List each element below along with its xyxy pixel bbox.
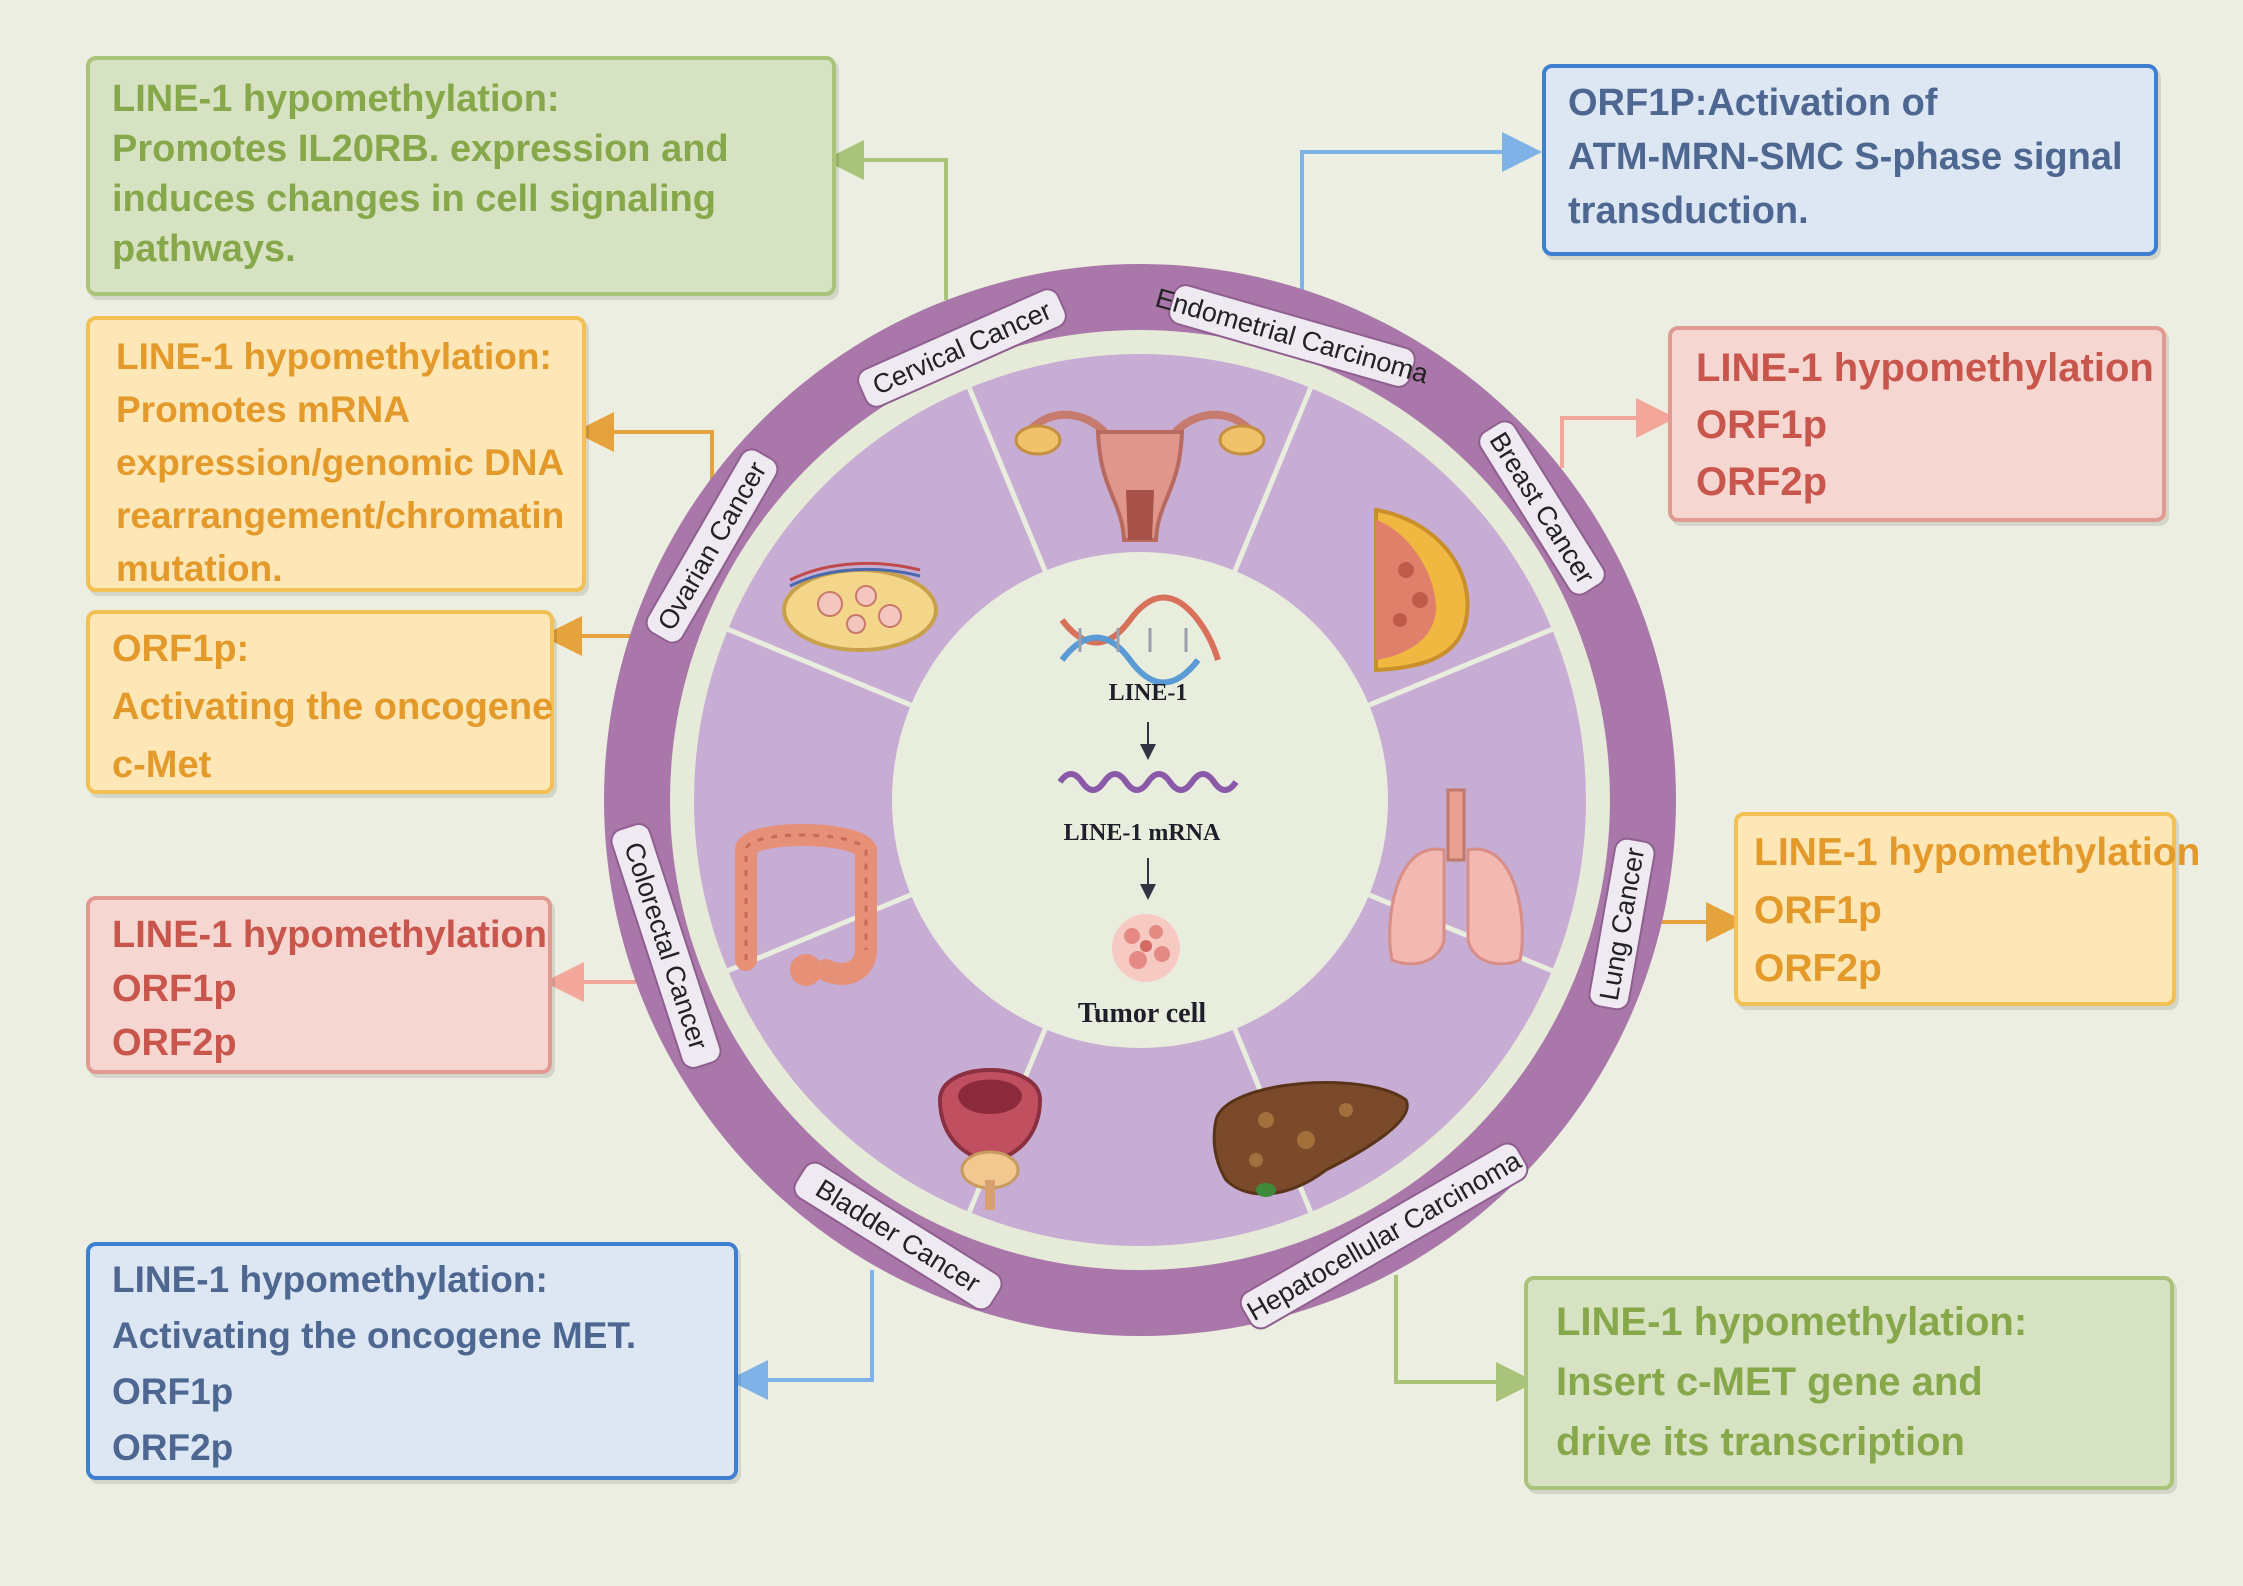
box-breast: LINE-1 hypomethylation ORF1p ORF2p — [1668, 326, 2166, 522]
segment-divider — [726, 892, 912, 973]
box-line: LINE-1 hypomethylation — [1696, 346, 2154, 390]
box-ovarian-b: ORF1p: Activating the oncogene c-Met — [86, 610, 554, 794]
box-line: Activating the oncogene — [112, 686, 554, 728]
box-line: c-Met — [112, 744, 212, 786]
box-line: Insert c-MET gene and — [1556, 1360, 1983, 1404]
breast-icon — [1374, 507, 1470, 673]
box-line: LINE-1 hypomethylation: — [116, 336, 552, 377]
uterus-icon — [1014, 410, 1266, 542]
box-line: transduction. — [1568, 190, 1809, 232]
box-line: LINE-1 hypomethylation: — [112, 1259, 548, 1300]
box-line: ORF1p: — [112, 628, 250, 670]
box-line: LINE-1 hypomethylation — [1754, 831, 2201, 874]
box-line: ORF2p — [112, 1022, 237, 1064]
box-line: expression/genomic DNA — [116, 442, 565, 483]
box-line: ORF1p — [1696, 403, 1828, 447]
ovary-icon — [782, 561, 938, 652]
box-line: ATM-MRN-SMC S-phase signal — [1568, 136, 2123, 178]
connector-ovarian-a — [574, 412, 714, 480]
segment-divider — [1368, 627, 1554, 708]
colon-icon — [735, 824, 877, 986]
lungs-icon — [1388, 788, 1524, 966]
box-line: drive its transcription — [1556, 1420, 1965, 1464]
box-line: Promotes IL20RB. expression and — [112, 128, 729, 170]
mrna-label: LINE-1 mRNA — [1064, 820, 1221, 846]
dna-helix-icon — [1059, 594, 1221, 686]
segment-divider — [1232, 386, 1313, 572]
box-line: mutation. — [116, 548, 283, 589]
bladder-icon — [937, 1068, 1043, 1210]
box-line: ORF2p — [1754, 947, 1882, 990]
segment-divider — [967, 386, 1048, 572]
box-endometrial: ORF1P:Activation of ATM-MRN-SMC S-phase … — [1542, 64, 2158, 256]
box-line: ORF1p — [1754, 889, 1882, 932]
segment-divider — [726, 627, 912, 708]
connector-cervical — [824, 140, 948, 300]
box-line: Activating the oncogene MET. — [112, 1315, 637, 1356]
ring-label-pill — [1588, 837, 1656, 1011]
center-pathway: LINE-1 LINE-1 mRNA Tumor cell — [1057, 594, 1239, 1029]
box-line: ORF2p — [1696, 460, 1828, 504]
box-hepatocellular: LINE-1 hypomethylation: Insert c-MET gen… — [1524, 1276, 2174, 1490]
box-line: ORF1P:Activation of — [1568, 82, 1938, 124]
connector-endometrial — [1300, 132, 1542, 292]
box-line: Promotes mRNA — [116, 389, 410, 430]
box-line: ORF1p — [112, 1371, 234, 1412]
box-cervical: LINE-1 hypomethylation: Promotes IL20RB.… — [86, 56, 836, 296]
box-line: LINE-1 hypomethylation: — [112, 78, 560, 120]
ring-label-pill — [610, 823, 722, 1069]
box-line: induces changes in cell signaling — [112, 178, 716, 220]
segment-dividers — [726, 386, 1554, 1214]
ring-label-pill — [1478, 420, 1606, 596]
organ-illustrations — [735, 410, 1524, 1210]
ring-label-pill — [793, 1161, 1003, 1311]
connector-bladder — [728, 1270, 874, 1400]
box-ovarian-a: LINE-1 hypomethylation: Promotes mRNA ex… — [86, 316, 586, 592]
box-line: pathways. — [112, 228, 296, 270]
box-line: LINE-1 hypomethylation — [112, 914, 547, 956]
ring-label-pill — [1239, 1142, 1529, 1330]
box-lung: LINE-1 hypomethylation ORF1p ORF2p — [1734, 812, 2201, 1006]
ring-label-pill — [645, 448, 779, 644]
connector-breast — [1560, 398, 1676, 468]
ring-label-pill — [857, 288, 1067, 408]
box-line: ORF1p — [112, 968, 237, 1010]
mrna-wave-icon — [1057, 771, 1239, 793]
ring-label-pill — [1168, 284, 1416, 388]
connector-hepatocellular — [1394, 1275, 1536, 1402]
line1-label: LINE-1 — [1109, 680, 1188, 706]
tumor-label: Tumor cell — [1078, 998, 1207, 1029]
box-bladder: LINE-1 hypomethylation: Activating the o… — [86, 1242, 738, 1480]
liver-icon — [1212, 1081, 1409, 1197]
connectors — [542, 132, 1746, 1402]
box-line: ORF2p — [112, 1427, 234, 1468]
box-line: LINE-1 hypomethylation: — [1556, 1300, 2028, 1344]
box-line: rearrangement/chromatin — [116, 495, 565, 536]
box-colorectal: LINE-1 hypomethylation ORF1p ORF2p — [86, 896, 552, 1074]
tumor-cell-icon — [1112, 914, 1180, 982]
center-disc — [892, 552, 1388, 1048]
